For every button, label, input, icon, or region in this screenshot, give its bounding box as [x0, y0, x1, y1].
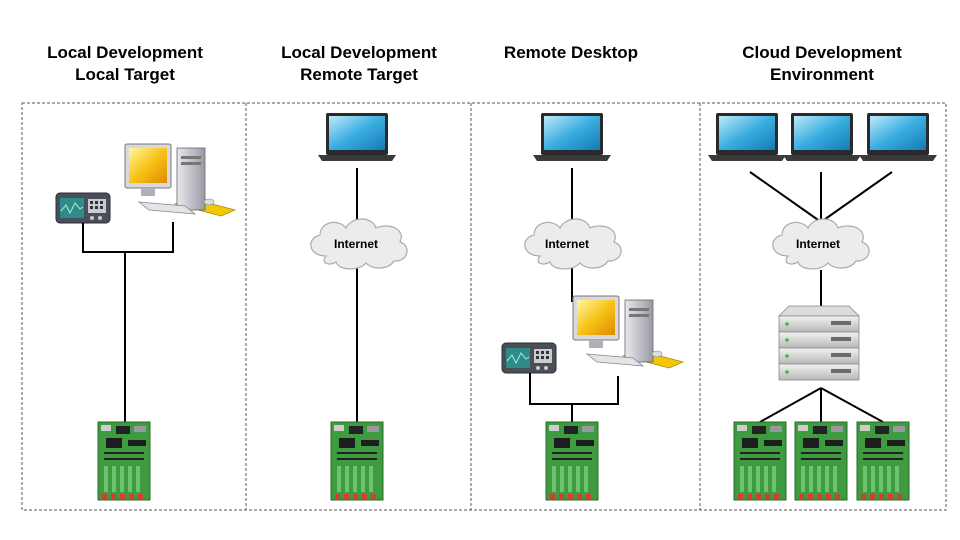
column-title-local-remote: Local Development Remote Target [281, 43, 437, 84]
column-local-remote: Internet [310, 113, 408, 501]
column-title-remote-desktop: Remote Desktop [503, 43, 639, 62]
workstation-icon [124, 143, 236, 217]
dev-board-icon [330, 421, 384, 501]
laptop-icon [859, 113, 937, 161]
column-cloud: Internet [708, 113, 937, 501]
panel-borders [21, 102, 947, 511]
column-remote-desktop: Internet [501, 113, 684, 501]
connector-line [759, 387, 822, 423]
dev-board-icon [856, 421, 910, 501]
dev-board-icon [97, 421, 151, 501]
laptop-icon [708, 113, 786, 161]
column-title-local-local: Local Development Local Target [47, 43, 203, 84]
dev-board-icon [794, 421, 848, 501]
connector-line [820, 171, 893, 223]
server-icon [778, 305, 860, 381]
oscilloscope-icon [501, 342, 557, 374]
workstation-icon [572, 295, 684, 369]
connector-line [749, 171, 822, 223]
internet-label: Internet [545, 237, 589, 251]
column-local-local [55, 143, 236, 501]
connector-line [820, 387, 884, 423]
connector-line [82, 222, 174, 253]
laptop-icon [783, 113, 861, 161]
laptop-icon [533, 113, 611, 161]
dev-board-icon [545, 421, 599, 501]
internet-label: Internet [334, 237, 378, 251]
oscilloscope-icon [55, 192, 111, 224]
dev-board-icon [733, 421, 787, 501]
column-title-cloud: Cloud Development Environment [742, 43, 902, 84]
connector-line [529, 373, 619, 405]
internet-label: Internet [796, 237, 840, 251]
laptop-icon [318, 113, 396, 161]
